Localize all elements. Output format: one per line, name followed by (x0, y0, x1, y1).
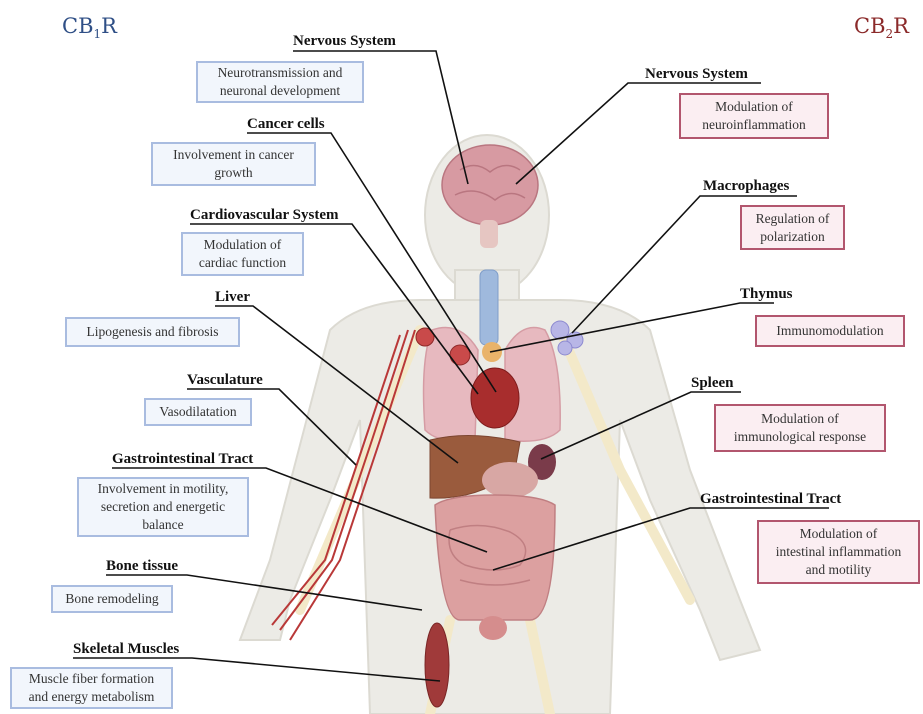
cb2-box-gastrointestinal-tract: Modulation of intestinal inflammation an… (757, 520, 920, 584)
cb1-box-cardiovascular-system: Modulation of cardiac function (181, 232, 304, 276)
cb1-box-gastrointestinal-tract: Involvement in motility, secretion and e… (77, 477, 249, 537)
cb2-header-tail: R (893, 14, 909, 38)
cb1-label-nervous-system: Nervous System (293, 33, 396, 50)
cb2-header-sub: 2 (886, 27, 894, 41)
cb1-box-vasculature: Vasodilatation (144, 398, 252, 426)
intestines (435, 495, 555, 620)
cb2-label-spleen: Spleen (691, 375, 734, 392)
cb1-header-tail: R (101, 14, 117, 38)
cb1-label-vasculature: Vasculature (187, 372, 263, 389)
bladder (479, 616, 507, 640)
heart (471, 368, 519, 428)
cb2-label-gastrointestinal-tract: Gastrointestinal Tract (700, 491, 841, 508)
cb1-header-sub: 1 (94, 27, 102, 41)
cb1-label-cancer-cells: Cancer cells (247, 116, 325, 133)
cb1-box-skeletal-muscles: Muscle fiber formation and energy metabo… (10, 667, 173, 709)
cb2-label-thymus: Thymus (740, 286, 793, 303)
cb1-label-liver: Liver (215, 289, 250, 306)
cb1-label-bone-tissue: Bone tissue (106, 558, 178, 575)
cb1-label-cardiovascular-system: Cardiovascular System (190, 207, 338, 224)
cb1-header: CB1R (62, 14, 117, 41)
skeletal-muscle (425, 623, 449, 707)
cb1-label-skeletal-muscles: Skeletal Muscles (73, 641, 179, 658)
cb1-label-gastrointestinal-tract: Gastrointestinal Tract (112, 451, 253, 468)
cb2-box-nervous-system: Modulation of neuroinflammation (679, 93, 829, 139)
cb1-header-main: CB (62, 14, 94, 38)
cb1-box-liver: Lipogenesis and fibrosis (65, 317, 240, 347)
cb2-box-thymus: Immunomodulation (755, 315, 905, 347)
cb1-box-bone-tissue: Bone remodeling (51, 585, 173, 613)
cb1-box-nervous-system: Neurotransmission and neuronal developme… (196, 61, 364, 103)
cb2-label-macrophages: Macrophages (703, 178, 789, 195)
cb2-header: CB2R (854, 14, 909, 41)
cb2-label-nervous-system: Nervous System (645, 66, 748, 83)
cb2-header-main: CB (854, 14, 886, 38)
cb1-box-cancer-cells: Involvement in cancer growth (151, 142, 316, 186)
cb2-box-macrophages: Regulation of polarization (740, 205, 845, 250)
cb2-box-spleen: Modulation of immunological response (714, 404, 886, 452)
trachea (480, 270, 498, 345)
stomach (482, 462, 538, 498)
